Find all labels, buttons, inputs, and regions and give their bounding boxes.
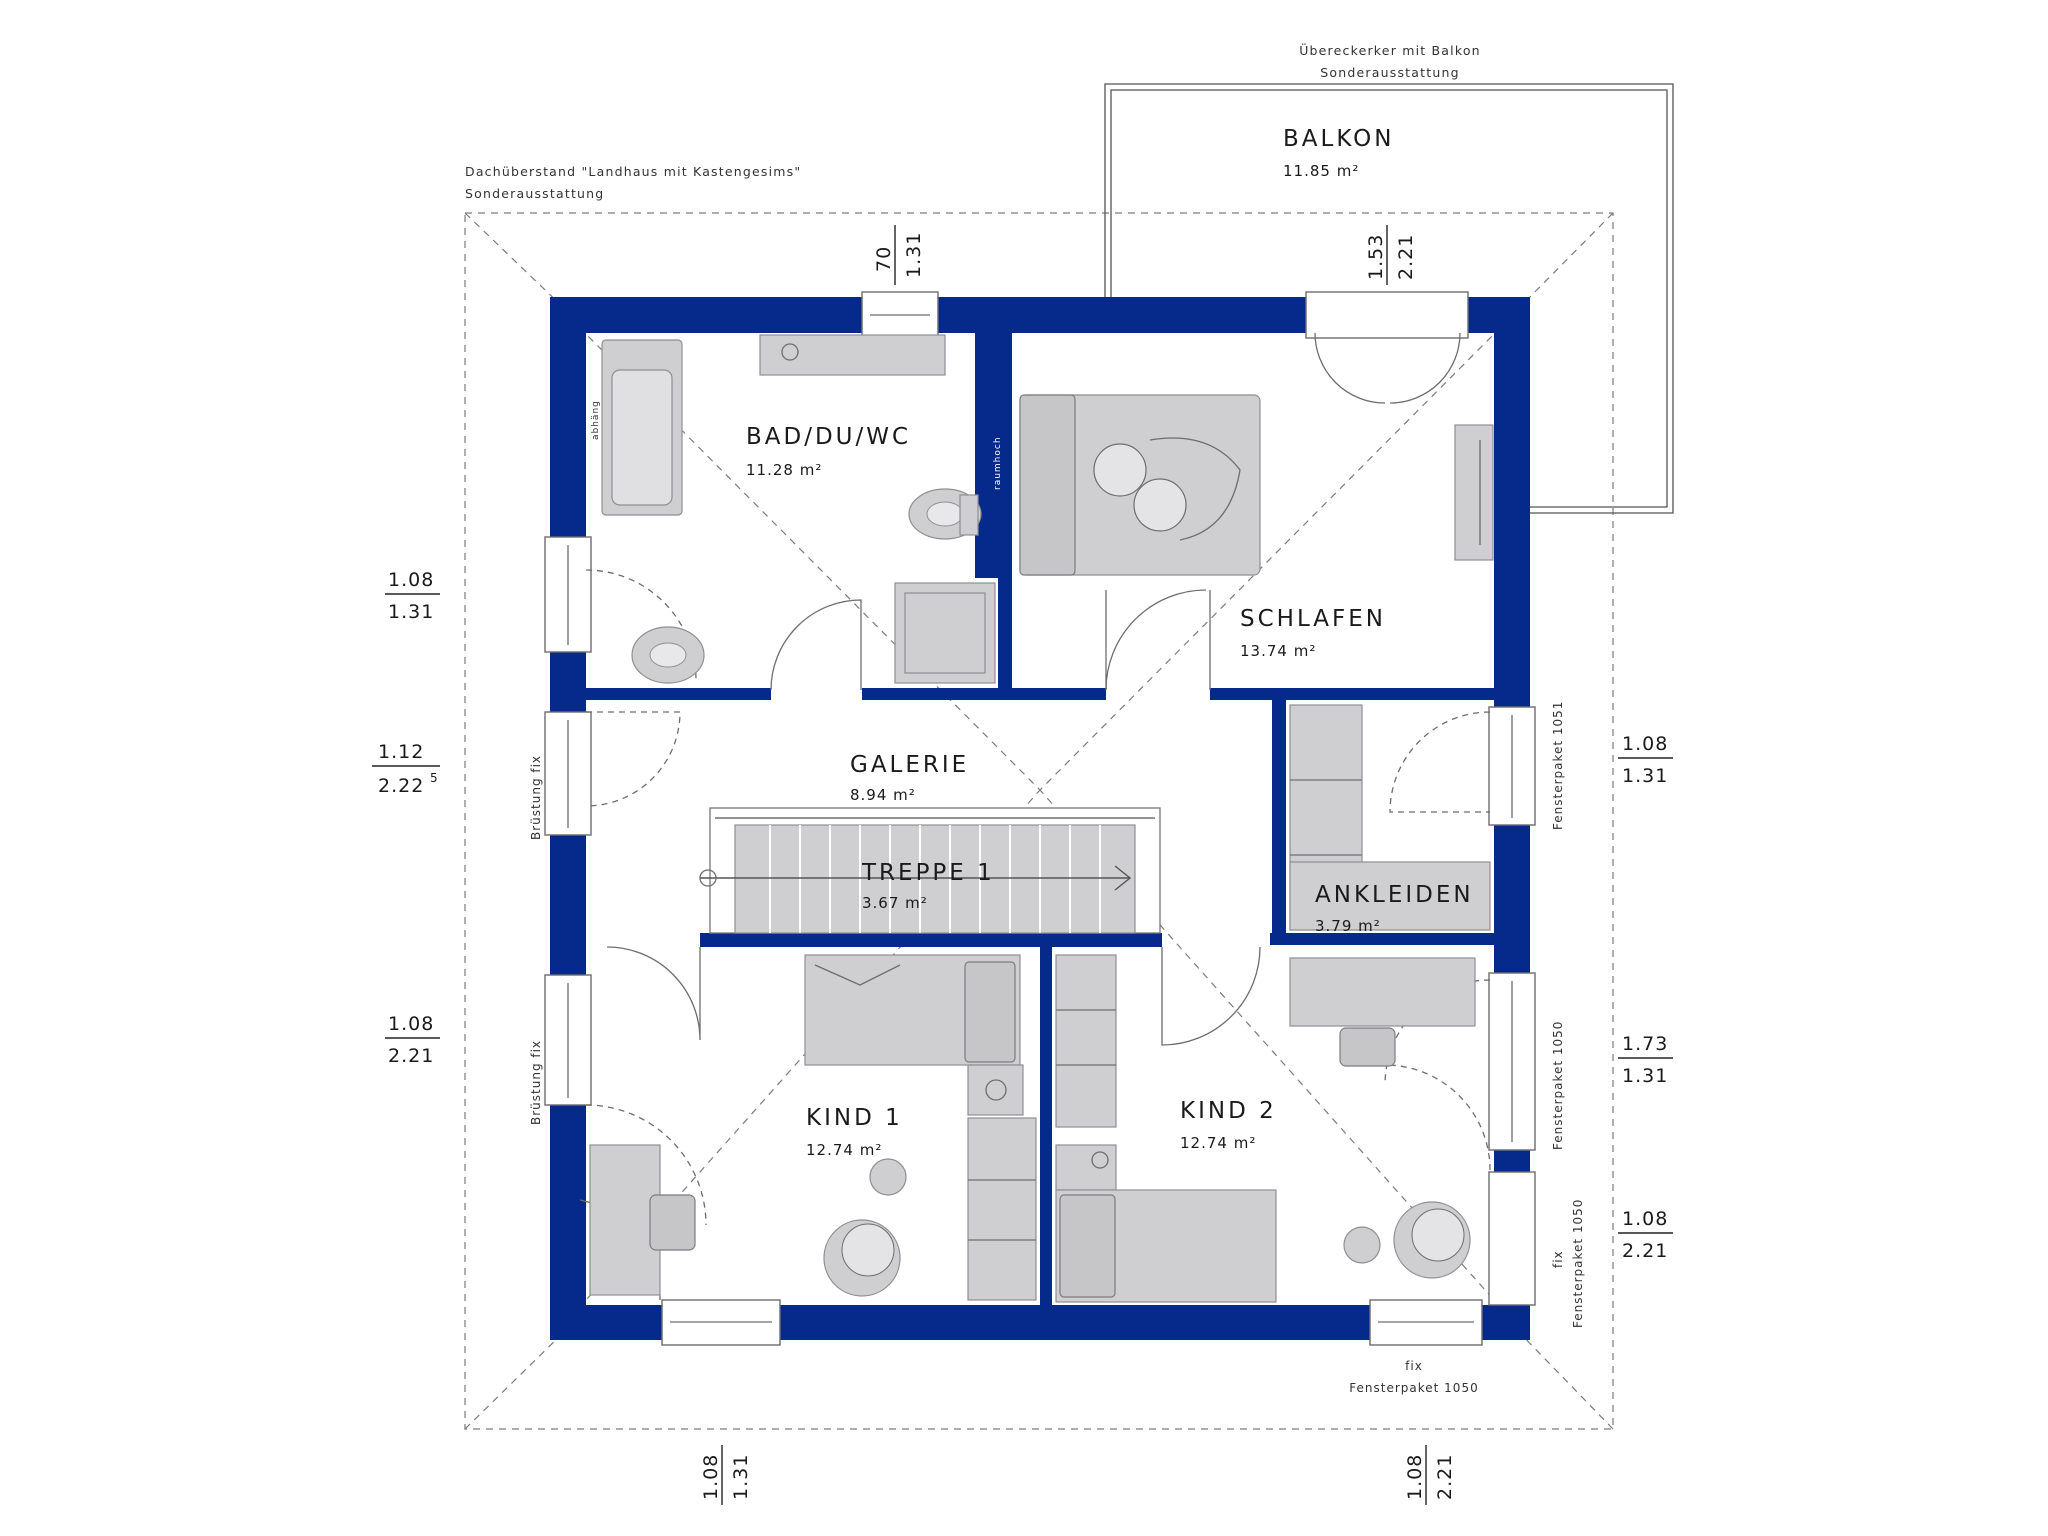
room-kind1-area: 12.74 m² xyxy=(806,1141,882,1159)
room-balkon-area: 11.85 m² xyxy=(1283,162,1359,180)
ankleiden-furniture xyxy=(1289,704,1491,931)
room-treppe-name: TREPPE 1 xyxy=(861,860,995,886)
room-schlafen-name: SCHLAFEN xyxy=(1240,606,1386,632)
roof-note-line2: Sonderausstattung xyxy=(465,186,604,201)
kind2-furniture xyxy=(1055,954,1476,1303)
bathroom-fixtures xyxy=(601,334,996,684)
label-fensterpaket-1050-right: Fensterpaket 1050 xyxy=(1551,1021,1565,1150)
shower-tray xyxy=(894,582,996,684)
room-kind2-name: KIND 2 xyxy=(1180,1098,1277,1124)
room-treppe-area: 3.67 m² xyxy=(862,894,928,912)
balkon-outline xyxy=(1104,83,1674,514)
svg-text:1.31: 1.31 xyxy=(1622,1065,1668,1087)
dimension-left-bad: 1.08 1.31 xyxy=(385,569,440,623)
walls xyxy=(550,297,1530,1340)
room-bad-area: 11.28 m² xyxy=(746,461,822,479)
shelf-ankleiden xyxy=(1289,861,1491,931)
dimension-top-bad: 70 1.31 xyxy=(873,225,925,285)
svg-text:1.31: 1.31 xyxy=(388,601,434,623)
window-schlafen-top[interactable] xyxy=(1305,291,1469,339)
windows[interactable] xyxy=(544,291,1536,1346)
svg-text:2.22: 2.22 xyxy=(378,775,424,797)
kind1-furniture xyxy=(589,954,1037,1301)
label-bruestung-fix-kind1: Brüstung fix xyxy=(529,1040,543,1125)
label-fensterpaket-1050-corner: Fensterpaket 1050 xyxy=(1571,1199,1585,1328)
label-fensterpaket-1051: Fensterpaket 1051 xyxy=(1551,701,1565,830)
svg-text:1.08: 1.08 xyxy=(388,1013,434,1035)
svg-text:2.21: 2.21 xyxy=(1434,1454,1456,1500)
svg-text:1.73: 1.73 xyxy=(1622,1033,1668,1055)
svg-text:1.31: 1.31 xyxy=(1622,765,1668,787)
svg-text:2.21: 2.21 xyxy=(1395,234,1417,280)
svg-text:1.08: 1.08 xyxy=(1622,733,1668,755)
svg-text:1.08: 1.08 xyxy=(388,569,434,591)
label-raumhoch: raumhoch xyxy=(993,436,1003,490)
dimension-bottom-kind2: 1.08 2.21 xyxy=(1404,1445,1456,1505)
dimension-left-galerie: 1.12 2.22 5 xyxy=(372,741,440,797)
svg-text:70: 70 xyxy=(873,246,895,272)
svg-text:1.08: 1.08 xyxy=(1404,1454,1426,1500)
svg-text:2.21: 2.21 xyxy=(388,1045,434,1067)
desk-kind2 xyxy=(1289,957,1476,1027)
wardrobe-kind1 xyxy=(967,1117,1037,1301)
svg-text:1.08: 1.08 xyxy=(700,1454,722,1500)
bay-note-line1: Übereckerker mit Balkon xyxy=(1299,42,1481,58)
dimension-bottom-kind1: 1.08 1.31 xyxy=(700,1445,752,1505)
label-fensterpaket-1050-bottom: Fensterpaket 1050 xyxy=(1349,1381,1478,1395)
label-fix-bottom: fix xyxy=(1405,1359,1423,1373)
dimension-top-schlafen: 1.53 2.21 xyxy=(1365,225,1417,285)
roof-note-line1: Dachüberstand "Landhaus mit Kastengesims… xyxy=(465,164,801,179)
room-ankleiden-area: 3.79 m² xyxy=(1315,917,1381,935)
svg-text:1.08: 1.08 xyxy=(1622,1208,1668,1230)
room-kind2-area: 12.74 m² xyxy=(1180,1134,1256,1152)
room-balkon-name: BALKON xyxy=(1283,126,1394,152)
dimension-right-kind2b: 1.08 2.21 xyxy=(1618,1208,1673,1262)
svg-text:2.21: 2.21 xyxy=(1622,1240,1668,1262)
vanity-top xyxy=(759,334,946,376)
room-ankleiden-name: ANKLEIDEN xyxy=(1315,882,1474,908)
window-kind2-fix-right[interactable] xyxy=(1488,1171,1536,1306)
svg-text:1.53: 1.53 xyxy=(1365,234,1387,280)
desk-kind1 xyxy=(589,1144,661,1296)
stairs xyxy=(699,807,1161,934)
room-galerie-area: 8.94 m² xyxy=(850,786,916,804)
room-kind1-name: KIND 1 xyxy=(806,1105,903,1131)
room-galerie-name: GALERIE xyxy=(850,752,969,778)
dimension-right-ankleiden: 1.08 1.31 xyxy=(1618,733,1673,787)
svg-text:1.12: 1.12 xyxy=(378,741,424,763)
bedroom-furniture xyxy=(1019,394,1494,576)
wardrobe-kind2 xyxy=(1055,954,1117,1128)
room-bad-name: BAD/DU/WC xyxy=(746,424,911,450)
svg-text:1.31: 1.31 xyxy=(730,1454,752,1500)
label-bruestung-fix-galerie: Brüstung fix xyxy=(529,755,543,840)
wardrobe-schlafen xyxy=(1454,424,1494,561)
room-schlafen-area: 13.74 m² xyxy=(1240,642,1316,660)
label-abhang: abhäng xyxy=(591,400,601,440)
svg-text:1.31: 1.31 xyxy=(903,232,925,278)
label-fix-right: fix xyxy=(1551,1250,1565,1268)
svg-text:5: 5 xyxy=(430,771,438,785)
bay-note-line2: Sonderausstattung xyxy=(1320,65,1459,80)
dimension-right-kind2a: 1.73 1.31 xyxy=(1618,1033,1673,1087)
dimension-left-kind1: 1.08 2.21 xyxy=(385,1013,440,1067)
